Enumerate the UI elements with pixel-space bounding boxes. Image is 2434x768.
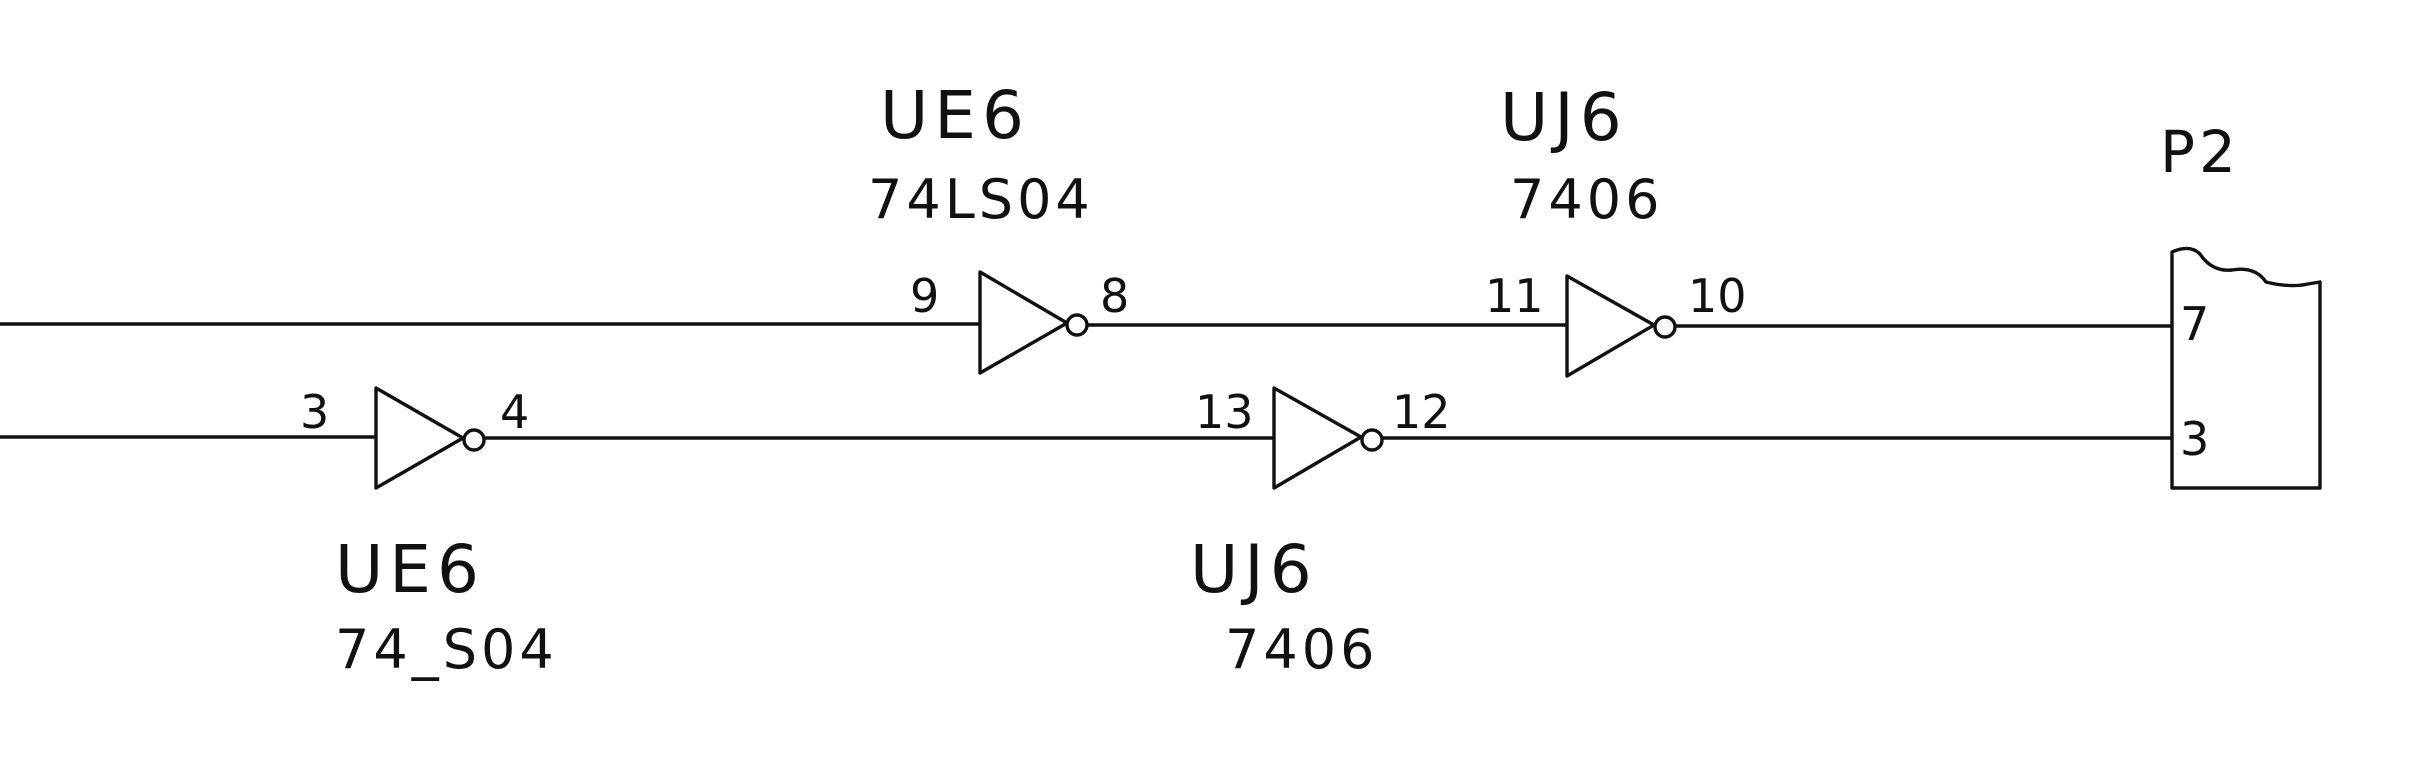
inverter-triangle [978, 270, 1069, 375]
connector-pin-7: 7 [2180, 297, 2209, 351]
part-ref-label: UE6 [335, 531, 485, 608]
part-number-label: 7406 [1510, 168, 1663, 231]
inverter-triangle [374, 386, 465, 490]
pin-number-out: 8 [1100, 269, 1129, 323]
part-ref-label: UE6 [880, 77, 1030, 154]
connector-pin-3: 3 [2180, 412, 2209, 466]
connector-p2: P2 7 3 [2160, 118, 2322, 490]
inverter-bubble [1065, 313, 1089, 337]
part-ref-label: UJ6 [1500, 79, 1628, 156]
part-number-label: 74LS04 [868, 168, 1094, 231]
connector-outline [2170, 246, 2322, 490]
pin-number-in: 13 [1195, 385, 1254, 439]
inverter-bubble [462, 428, 486, 452]
connector-ref-label: P2 [2160, 118, 2240, 186]
inverter-ue6-bottom: 3 4 UE6 74_S04 [300, 385, 558, 681]
pin-number-in: 11 [1485, 269, 1544, 323]
part-number-label: 7406 [1225, 618, 1378, 681]
pin-number-out: 12 [1392, 385, 1451, 439]
pin-number-out: 4 [500, 385, 529, 439]
inverter-bubble [1653, 315, 1677, 339]
pin-number-in: 3 [300, 385, 329, 439]
pin-number-out: 10 [1688, 269, 1747, 323]
inverter-bubble [1360, 428, 1384, 452]
inverter-uj6-top: 11 10 UJ6 7406 [1485, 79, 1747, 378]
inverter-ue6-top: 9 8 UE6 74LS04 [868, 77, 1129, 375]
inverter-triangle [1272, 386, 1363, 490]
wires [0, 322, 2172, 440]
part-number-label: 74_S04 [335, 618, 558, 681]
inverter-uj6-bottom: 13 12 UJ6 7406 [1190, 385, 1451, 681]
part-ref-label: UJ6 [1190, 531, 1318, 608]
pin-number-in: 9 [910, 269, 939, 323]
inverter-triangle [1565, 274, 1656, 378]
